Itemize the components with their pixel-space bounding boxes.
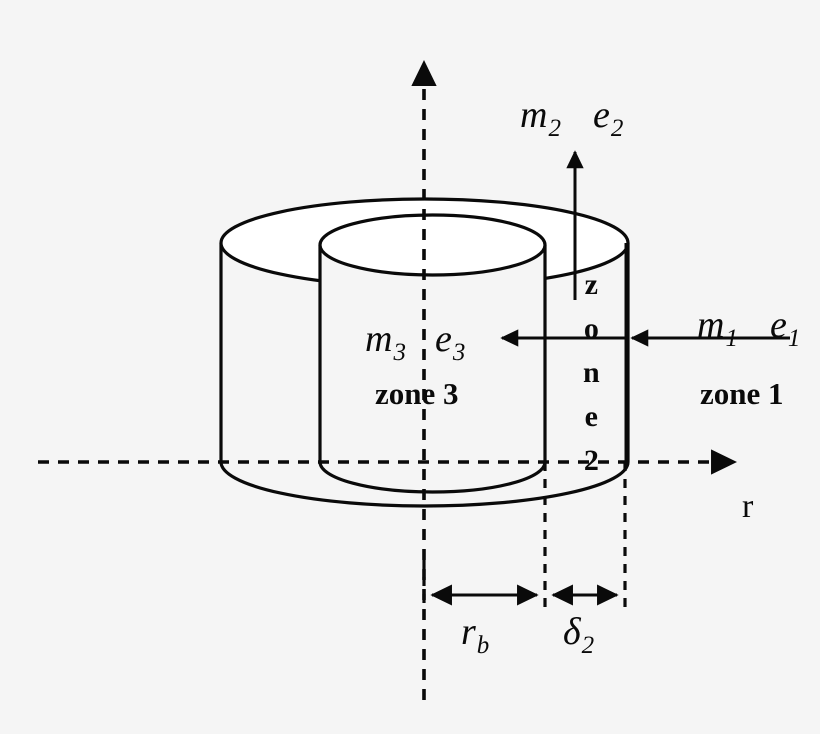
dimension-label-rb: rb (461, 611, 490, 659)
r-axis-label: r (742, 488, 754, 525)
zone1-mass-label: m1 (697, 304, 738, 352)
zone2-energy-label: e2 (593, 94, 624, 142)
zone1-energy-label: e1 (770, 304, 801, 352)
zone2-letter-e: e (584, 400, 598, 434)
zone2-mass-label: m2 (520, 94, 561, 142)
zone3-mass-label: m3 (365, 318, 406, 366)
zone2-letter-2: 2 (583, 444, 599, 478)
zone2-label-vertical: z o n e 2 (583, 263, 600, 483)
zone3-energy-label: e3 (435, 318, 466, 366)
zone1-label: zone 1 (700, 376, 784, 411)
zone2-letter-z: z (584, 268, 598, 301)
inner-cylinder (318, 213, 547, 494)
dimension-label-delta2: δ2 (563, 611, 595, 659)
zone2-letter-o: o (583, 312, 599, 346)
zone2-letter-n: n (583, 356, 600, 390)
zone3-label: zone 3 (375, 376, 459, 411)
